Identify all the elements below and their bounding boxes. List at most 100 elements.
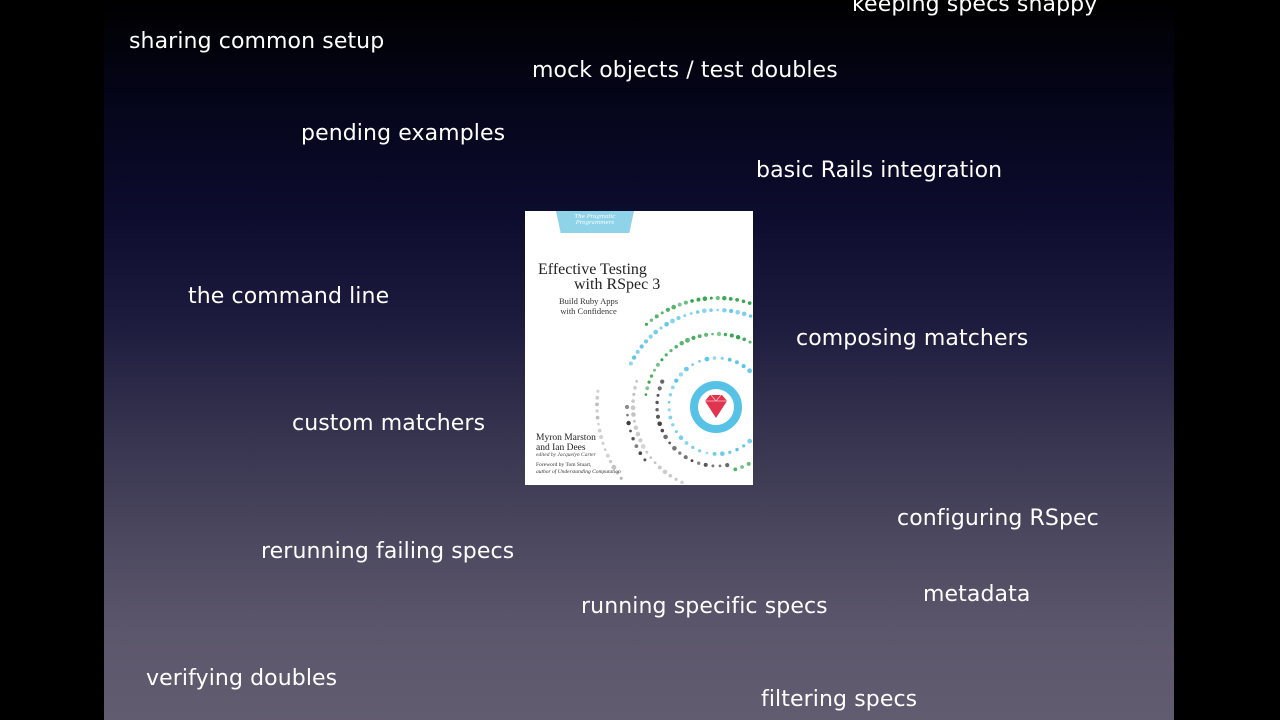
- cover-dot: [655, 408, 658, 411]
- cover-dot: [625, 405, 629, 409]
- cover-dot: [671, 423, 674, 426]
- cover-dot: [632, 355, 636, 359]
- cover-dot: [720, 451, 725, 456]
- topic-running-specific-specs: running specific specs: [581, 594, 828, 620]
- cover-dot: [598, 429, 602, 433]
- cover-dot: [596, 416, 600, 420]
- cover-dot: [669, 393, 672, 396]
- cover-dot: [638, 438, 642, 442]
- cover-dot: [606, 454, 610, 458]
- cover-dot: [645, 323, 648, 326]
- cover-dot: [626, 414, 629, 417]
- cover-dot: [671, 386, 675, 390]
- cover-dot: [679, 435, 684, 440]
- cover-dot: [691, 459, 694, 462]
- cover-dot: [735, 310, 740, 315]
- cover-dot: [629, 430, 632, 433]
- publisher-banner: The Pragmatic Programmers: [556, 211, 634, 233]
- book-authors: Myron Marston and Ian Dees: [536, 433, 596, 453]
- cover-dot: [635, 380, 638, 383]
- book-subtitle: Build Ruby Apps with Confidence: [559, 296, 618, 316]
- topic-custom-matchers: custom matchers: [292, 411, 485, 437]
- cover-dot: [668, 408, 671, 411]
- cover-dot: [633, 420, 636, 423]
- topic-configuring-rspec: configuring RSpec: [897, 506, 1099, 532]
- cover-dot: [729, 297, 733, 301]
- topic-composing-matchers: composing matchers: [796, 326, 1028, 352]
- cover-dot: [595, 409, 598, 412]
- cover-dot: [742, 312, 747, 317]
- cover-dot: [719, 465, 722, 468]
- cover-dot: [597, 423, 600, 426]
- cover-dot: [680, 341, 684, 345]
- cover-dot: [648, 381, 651, 384]
- cover-dot: [716, 296, 720, 300]
- cover-dot: [721, 357, 724, 360]
- cover-dot: [658, 386, 662, 390]
- cover-dot: [749, 314, 752, 317]
- cover-dot: [747, 462, 751, 466]
- cover-dot: [645, 451, 648, 454]
- book-editor: edited by Jacquelyn Carter: [536, 452, 596, 458]
- cover-dot: [657, 422, 662, 427]
- cover-dot: [704, 463, 708, 467]
- cover-dot: [728, 451, 731, 454]
- cover-dot: [674, 345, 678, 349]
- cover-dot: [747, 439, 752, 444]
- cover-dot: [675, 430, 678, 433]
- topic-mock-objects: mock objects / test doubles: [532, 58, 838, 84]
- cover-dot: [713, 452, 717, 456]
- cover-dot: [697, 298, 701, 302]
- book-cover: The Pragmatic Programmers Effective Test…: [525, 211, 753, 485]
- cover-dot: [684, 301, 688, 305]
- topic-sharing-common-setup: sharing common setup: [129, 29, 384, 55]
- cover-dot: [635, 444, 639, 448]
- cover-dot: [661, 429, 665, 433]
- cover-dot: [691, 446, 694, 449]
- cover-dot: [669, 474, 673, 478]
- cover-dot: [653, 369, 656, 372]
- cover-dot: [748, 301, 752, 305]
- cover-dot: [724, 333, 727, 336]
- cover-dot: [655, 401, 658, 404]
- cover-dot: [629, 362, 633, 366]
- cover-dot: [691, 336, 695, 340]
- topic-verifying-doubles: verifying doubles: [146, 666, 337, 692]
- cover-dot: [601, 442, 604, 445]
- topic-metadata: metadata: [923, 582, 1030, 608]
- cover-dot: [729, 309, 733, 313]
- cover-dot: [691, 363, 694, 366]
- cover-dot: [660, 358, 663, 361]
- cover-dot: [710, 297, 713, 300]
- cover-dot: [669, 349, 672, 352]
- cover-dot: [690, 312, 693, 315]
- cover-dot: [670, 319, 675, 324]
- cover-dot: [669, 416, 673, 420]
- cover-dot: [634, 426, 638, 430]
- cover-dot: [644, 339, 648, 343]
- cover-dot: [733, 468, 737, 472]
- cover-dot: [656, 363, 660, 367]
- cover-dot: [649, 335, 653, 339]
- cover-dot: [653, 330, 658, 335]
- cover-dot: [678, 303, 682, 307]
- cover-dot: [725, 463, 729, 467]
- cover-dot: [663, 435, 668, 440]
- cover-dot: [698, 360, 701, 363]
- cover-dot: [706, 452, 709, 455]
- cover-dot: [631, 437, 634, 440]
- book-title: Effective Testing with RSpec 3: [538, 262, 660, 292]
- cover-dot: [704, 333, 708, 337]
- cover-dot: [654, 461, 657, 464]
- cover-dot: [660, 380, 664, 384]
- cover-dot: [722, 296, 726, 300]
- cover-dot: [595, 396, 599, 400]
- cover-dot: [703, 296, 708, 301]
- publisher-logo-text: The Pragmatic Programmers: [556, 214, 634, 226]
- topic-filtering-specs: filtering specs: [761, 687, 917, 713]
- cover-dot: [747, 368, 752, 373]
- cover-dot: [671, 305, 676, 310]
- topic-pending-examples: pending examples: [301, 121, 505, 147]
- cover-dot: [595, 403, 599, 407]
- cover-dot: [711, 464, 714, 467]
